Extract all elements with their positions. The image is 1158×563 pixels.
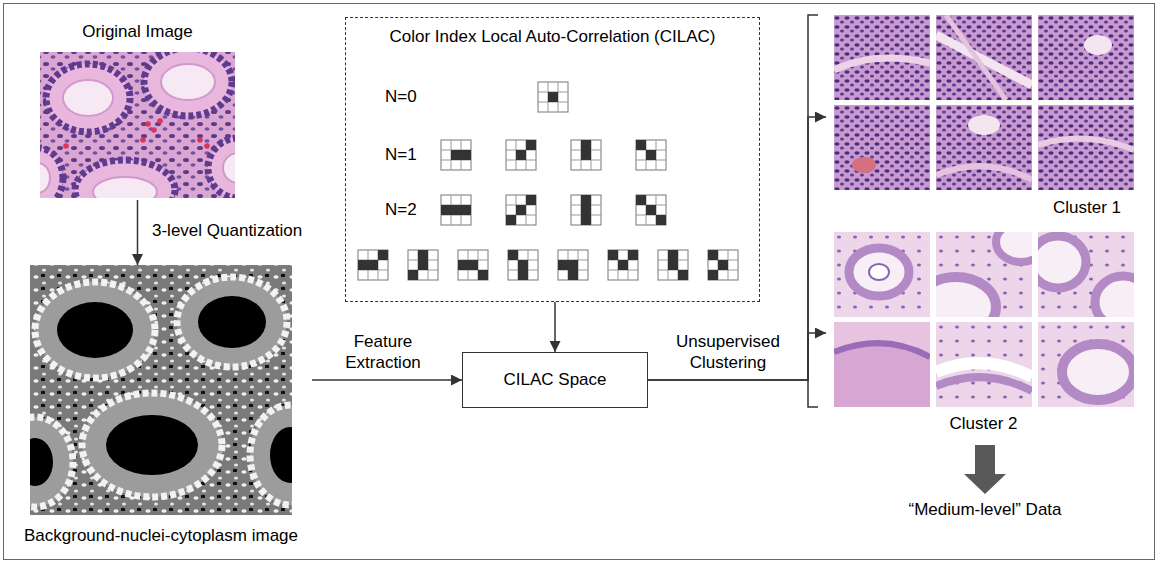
cluster-bracket [808,15,818,407]
cilac-mask-patterns [358,82,738,280]
image-panel: Background-nuclei-cytoplasm image [10,265,312,548]
order-label: N=2 [385,200,417,220]
node-text: Original Image [82,22,193,42]
order-label: N=1 [385,145,417,165]
quantized-image [30,265,292,515]
flow-arrow [554,302,556,352]
edge-label: 3-level Quantization [150,221,304,241]
cluster-panel: Cluster 1 [826,12,1141,222]
flow-arrow [648,117,826,380]
node-text: Background-nuclei-cytoplasm image [24,526,298,546]
output-label: “Medium-level” Data [908,500,1061,520]
flow-arrow [648,333,826,380]
frame-border [4,4,1155,560]
cluster-2-thumbnails [834,222,1151,407]
node-text: CILAC Space [504,370,607,390]
process-box: CILAC Space [462,352,648,408]
output-arrow [964,445,1006,494]
node-text: Cluster 1 [1053,198,1121,218]
image-panel: Original Image [40,22,235,200]
flow-arrow [137,200,139,265]
edge-label: Unsupervised Clustering [666,332,790,373]
node-text: Cluster 2 [949,414,1017,434]
node-text: Color Index Local Auto-Correlation (CILA… [390,27,716,47]
cluster-1-thumbnails [834,15,1134,190]
flow-arrow [312,379,462,381]
cluster-panel: Cluster 2 [826,228,1141,438]
order-label: N=0 [385,87,417,107]
edge-label: Feature Extraction [321,332,445,373]
histology-image [40,52,235,198]
